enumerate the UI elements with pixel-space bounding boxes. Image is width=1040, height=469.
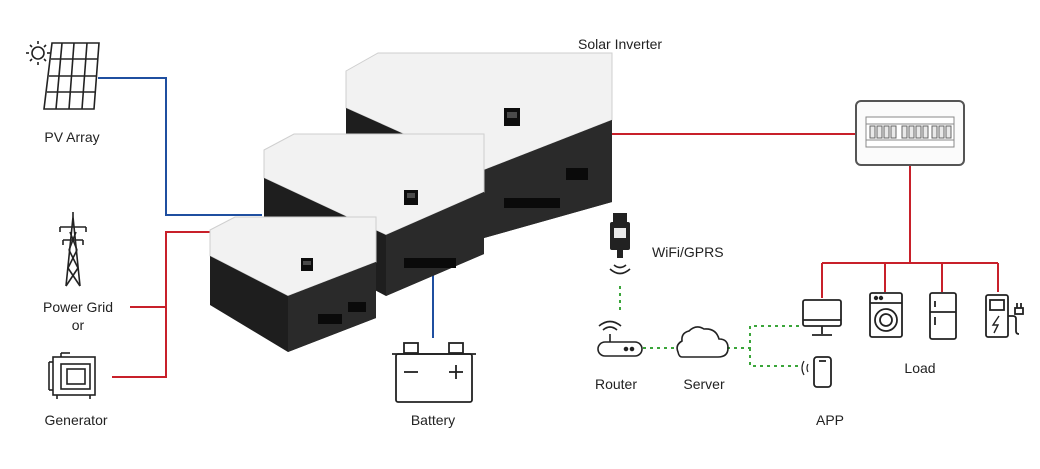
solar-panel-icon bbox=[43, 42, 100, 110]
server-to-app-line bbox=[749, 348, 800, 367]
load-label: Load bbox=[904, 360, 936, 376]
smartphone-icon bbox=[801, 356, 832, 388]
ev-charger-icon bbox=[985, 294, 1024, 338]
transmission-tower-icon bbox=[59, 212, 87, 287]
generator-to-grid-line bbox=[112, 307, 167, 378]
inverter-small bbox=[209, 216, 377, 352]
distribution-box-icon bbox=[855, 100, 965, 166]
power-grid-label: Power Grid bbox=[42, 299, 114, 315]
wifi-signal-icon bbox=[609, 264, 631, 275]
app-label: APP bbox=[815, 412, 845, 428]
cloud-icon bbox=[676, 326, 729, 358]
server-to-monitor-line bbox=[727, 325, 800, 349]
ac-lines bbox=[112, 133, 999, 378]
pv-to-inverter-line bbox=[98, 77, 262, 216]
sun-icon bbox=[26, 41, 50, 65]
router-label: Router bbox=[594, 376, 638, 392]
battery-label: Battery bbox=[410, 412, 456, 428]
washing-machine-icon bbox=[869, 292, 903, 338]
wifi-gprs-label: WiFi/GPRS bbox=[652, 244, 724, 260]
data-lines bbox=[619, 286, 800, 367]
monitor-icon bbox=[802, 299, 842, 336]
server-label: Server bbox=[683, 376, 725, 392]
solar-inverter-label: Solar Inverter bbox=[578, 36, 663, 52]
wifi-module-icon bbox=[610, 213, 630, 258]
router-icon bbox=[597, 320, 643, 357]
generator-label: Generator bbox=[44, 412, 108, 428]
battery-icon bbox=[392, 342, 476, 403]
or-label: or bbox=[71, 317, 85, 333]
generator-icon bbox=[48, 352, 96, 399]
pv-array-label: PV Array bbox=[44, 129, 100, 145]
grid-to-inverter-line bbox=[130, 231, 210, 308]
dc-lines bbox=[98, 77, 434, 338]
refrigerator-icon bbox=[929, 292, 957, 340]
